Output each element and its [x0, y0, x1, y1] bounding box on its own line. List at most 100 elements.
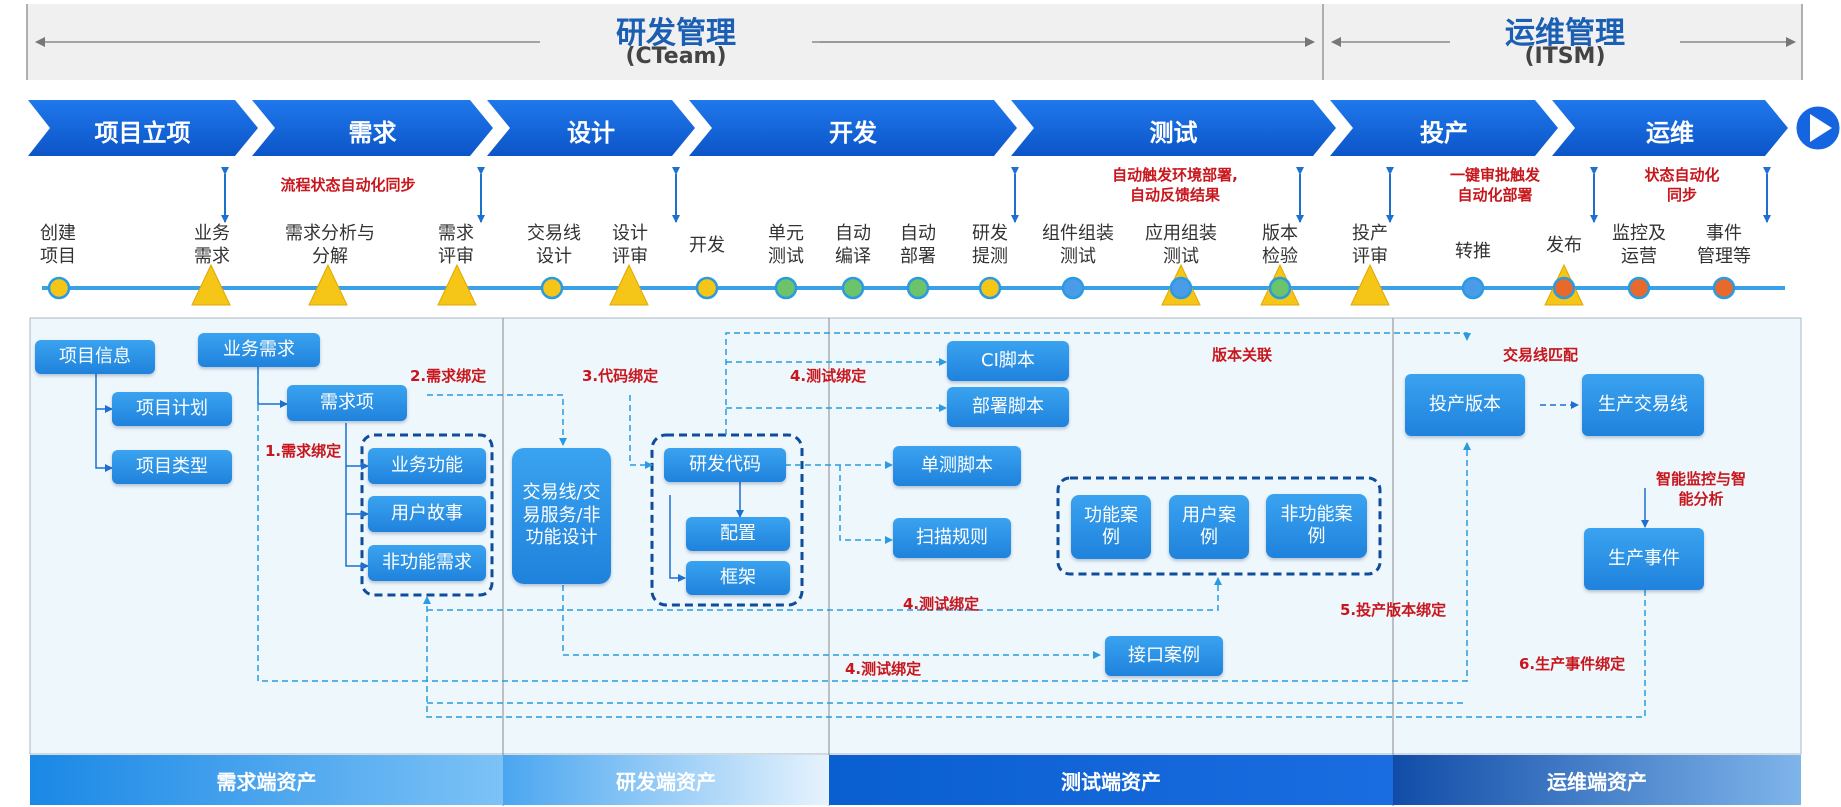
footer-ops [1393, 755, 1801, 805]
footer-demand [30, 755, 503, 805]
ci-script-box: CI脚本 [947, 341, 1069, 381]
phase-chevron [252, 100, 493, 156]
stage-label: 组件组装测试 [1042, 223, 1114, 268]
stage-label: 设计评审 [612, 223, 648, 268]
one-key-note-2: 自动化部署 [1457, 186, 1533, 204]
phase-label: 运维 [1646, 119, 1694, 147]
stage-label: 需求分析与分解 [285, 223, 375, 268]
functional-case-box: 功能案例 [1071, 495, 1151, 559]
review-triangle [609, 263, 649, 306]
sync-arrows [221, 167, 1771, 223]
footer-test-label: 测试端资产 [1061, 769, 1161, 794]
stage-label: 投产评审 [1352, 223, 1388, 268]
footer-rd-label: 研发端资产 [616, 769, 716, 794]
status-sync-note-1: 状态自动化 [1644, 166, 1720, 184]
case-group [1056, 476, 1382, 576]
phase-label: 项目立项 [94, 119, 191, 147]
play-icon [1793, 103, 1841, 153]
review-triangle [191, 263, 231, 306]
phase-chevron [1330, 100, 1558, 156]
business-function-box: 业务功能 [368, 448, 486, 484]
scan-rules-box: 扫描规则 [893, 518, 1011, 558]
footer-demand-label: 需求端资产 [216, 769, 317, 794]
event-bind-label: 6.生产事件绑定 [1519, 655, 1626, 673]
requirement-bind-label-2: 2.需求绑定 [410, 367, 487, 385]
phase-chevron [1011, 100, 1336, 156]
production-event-box: 生产事件 [1584, 528, 1704, 590]
project-type-box: 项目类型 [112, 450, 232, 484]
phase-chevron [689, 100, 1017, 156]
footer-rd [503, 755, 829, 805]
auto-env-note-1: 自动触发环境部署, [1112, 166, 1238, 184]
business-requirement-box: 业务需求 [198, 333, 320, 367]
phase-label: 投产 [1420, 119, 1468, 147]
milestone-dot [1712, 276, 1736, 300]
ops-management-title: 运维管理 [1505, 16, 1625, 51]
one-key-note-1: 一键审批触发 [1449, 166, 1540, 184]
config-box: 配置 [686, 517, 790, 551]
user-case-box: 用户案例 [1169, 495, 1249, 559]
test-bind-label-c: 4.测试绑定 [845, 660, 922, 678]
smart-monitor-label-1: 智能监控与智 [1655, 470, 1746, 488]
milestone-dot [906, 276, 930, 300]
project-plan-box: 项目计划 [112, 392, 232, 426]
stage-label: 单元测试 [768, 223, 804, 268]
transaction-design-box: 交易线/交易服务/非功能设计 [512, 448, 611, 584]
milestone-dot [978, 276, 1002, 300]
phase-label: 测试 [1149, 119, 1198, 147]
nonfunctional-requirement-box: 非功能需求 [368, 545, 486, 581]
stage-label: 版本检验 [1262, 223, 1298, 268]
unit-test-script-box: 单测脚本 [893, 446, 1021, 486]
requirement-item-box: 需求项 [287, 385, 407, 421]
phase-label: 开发 [829, 119, 877, 147]
auto-env-note-2: 自动反馈结果 [1129, 186, 1220, 204]
milestone-dot [1627, 276, 1651, 300]
phase-chevron [1552, 100, 1788, 156]
milestone-dot [695, 276, 719, 300]
phase-chevron [28, 100, 258, 156]
stage-label: 创建项目 [40, 223, 76, 268]
stage-label: 需求评审 [438, 223, 474, 268]
milestone-dot [1061, 276, 1085, 300]
code-bind-label: 3.代码绑定 [582, 367, 659, 385]
stage-label: 转推 [1455, 241, 1491, 262]
rd-code-box: 研发代码 [664, 448, 786, 482]
milestone-dot [540, 276, 564, 300]
api-case-box: 接口案例 [1105, 636, 1223, 676]
footer-ops-label: 运维端资产 [1547, 769, 1647, 794]
release-version-box: 投产版本 [1405, 374, 1525, 436]
milestone-dot [841, 276, 865, 300]
code-group [650, 433, 804, 607]
phase-label: 需求 [348, 119, 397, 147]
production-transaction-line-box: 生产交易线 [1582, 374, 1704, 436]
footer-test [829, 755, 1393, 805]
stage-label: 事件管理等 [1697, 223, 1751, 268]
phase-banner [28, 100, 1788, 156]
smart-monitor-label-2: 能分析 [1678, 490, 1724, 508]
release-bind-label: 5.投产版本绑定 [1340, 601, 1447, 619]
milestone-dot [1552, 276, 1576, 300]
version-link-label: 版本关联 [1212, 346, 1273, 364]
review-triangle [1350, 263, 1390, 306]
milestone-dot [1461, 276, 1485, 300]
flow-sync-note: 流程状态自动化同步 [280, 176, 416, 194]
test-bind-label-a: 4.测试绑定 [790, 367, 867, 385]
status-sync-note-2: 同步 [1666, 186, 1697, 204]
milestone-dot [47, 276, 71, 300]
milestone-dot [1169, 276, 1193, 300]
user-story-box: 用户故事 [368, 496, 486, 532]
rd-management-subtitle: (CTeam) [625, 44, 727, 69]
stage-label: 交易线设计 [527, 223, 581, 268]
stage-label: 自动编译 [835, 223, 871, 268]
stage-label: 业务需求 [194, 223, 230, 268]
review-triangle [437, 263, 477, 306]
transaction-match-label: 交易线匹配 [1503, 346, 1579, 364]
phase-chevron [487, 100, 695, 156]
stage-label: 应用组装测试 [1145, 223, 1217, 268]
stage-label: 监控及运营 [1612, 223, 1666, 268]
nonfunctional-case-box: 非功能案例 [1266, 494, 1367, 558]
milestone-dot [774, 276, 798, 300]
stage-label: 发布 [1546, 235, 1582, 256]
project-info-box: 项目信息 [35, 340, 155, 374]
phase-label: 设计 [567, 119, 615, 147]
